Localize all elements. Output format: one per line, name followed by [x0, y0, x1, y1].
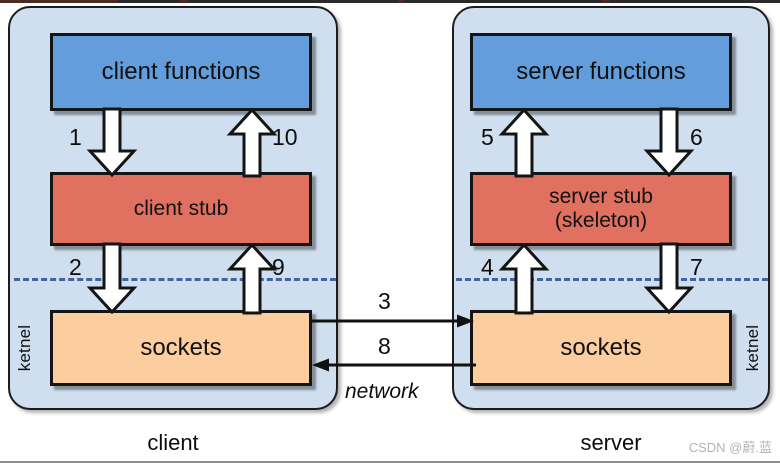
arrow-step-10 — [226, 107, 278, 178]
server-kernel-label: ketnel — [743, 324, 762, 372]
step-number-2: 2 — [69, 254, 82, 280]
csdn-watermark: CSDN @蔚.蓝 — [688, 440, 772, 455]
arrow-step-7 — [643, 242, 695, 315]
top-border-strip — [0, 0, 780, 3]
client-kernel-divider — [14, 278, 336, 281]
client-stub-box[interactable]: client stub — [50, 172, 312, 246]
arrow-step-6 — [643, 107, 695, 178]
client-caption: client — [147, 430, 199, 455]
arrow-step-3 — [311, 314, 476, 328]
server-functions-box[interactable]: server functions — [470, 33, 732, 111]
step-number-6: 6 — [690, 124, 703, 150]
step-number-5: 5 — [481, 124, 494, 150]
network-label: network — [345, 380, 419, 403]
step-number-8: 8 — [378, 333, 391, 359]
step-number-4: 4 — [481, 254, 494, 280]
step-number-1: 1 — [69, 124, 82, 150]
bottom-rule — [0, 461, 780, 463]
client-stub-label: client stub — [133, 197, 229, 221]
arrow-step-2 — [86, 242, 138, 315]
client-functions-label: client functions — [101, 57, 261, 85]
client-kernel-label: ketnel — [15, 324, 34, 372]
client-functions-box[interactable]: client functions — [50, 33, 312, 111]
step-number-7: 7 — [690, 254, 703, 280]
server-sockets-box[interactable]: sockets — [470, 310, 732, 386]
client-sockets-label: sockets — [140, 333, 222, 361]
arrow-step-5 — [498, 107, 550, 178]
server-kernel-divider — [456, 278, 768, 281]
arrow-step-4 — [498, 242, 550, 315]
server-sockets-label: sockets — [560, 333, 642, 361]
step-number-9: 9 — [272, 254, 285, 280]
arrow-step-8 — [311, 358, 476, 372]
client-sockets-box[interactable]: sockets — [50, 310, 312, 386]
arrow-step-1 — [86, 107, 138, 178]
server-stub-label: server stub (skeleton) — [549, 185, 653, 232]
step-number-3: 3 — [378, 288, 391, 314]
step-number-10: 10 — [272, 124, 298, 150]
server-caption: server — [580, 430, 642, 455]
arrow-step-9 — [226, 242, 278, 315]
server-stub-box[interactable]: server stub (skeleton) — [470, 172, 732, 246]
server-functions-label: server functions — [516, 57, 686, 85]
